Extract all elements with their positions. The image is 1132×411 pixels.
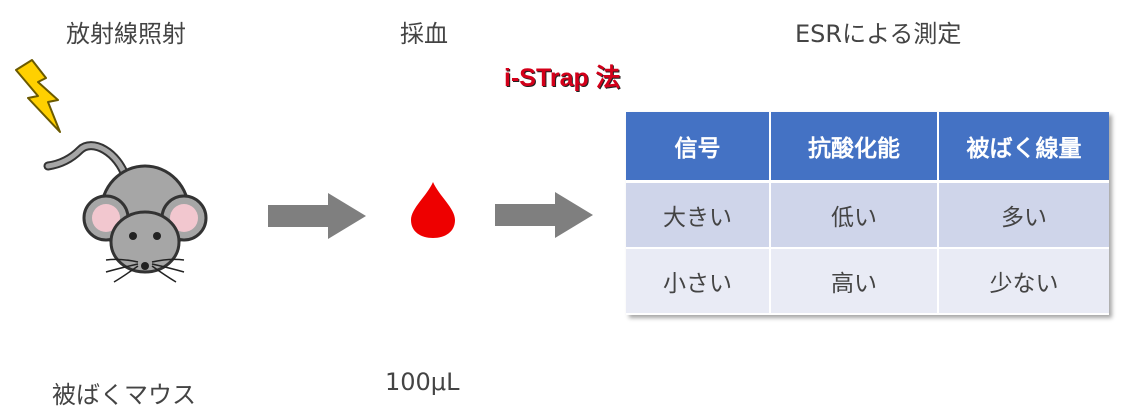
table-row: 大きい 低い 多い (626, 181, 1109, 249)
method-title: i-STrap 法 (504, 64, 621, 92)
right-arrow-icon (268, 193, 366, 239)
table-cell: 小さい (626, 248, 771, 315)
blood-drop-icon (411, 182, 455, 238)
mouse-icon (43, 141, 208, 283)
table-cell: 低い (770, 181, 939, 249)
column-header-exposure-dose: 被ばく線量 (938, 112, 1109, 183)
label-irradiated-mouse: 被ばくマウス (52, 381, 196, 409)
column-header-signal: 信号 (626, 112, 771, 183)
table-cell: 大きい (626, 181, 771, 249)
right-arrow-icon (495, 192, 593, 238)
step-label-irradiation: 放射線照射 (66, 20, 186, 48)
table-row: 小さい 高い 少ない (626, 248, 1109, 315)
table-cell: 多い (938, 181, 1109, 249)
label-sample-volume: 100μL (385, 368, 460, 396)
esr-result-table: 信号 抗酸化能 被ばく線量 大きい 低い 多い 小さい 高い 少ない (626, 112, 1109, 315)
table-header-row: 信号 抗酸化能 被ばく線量 (626, 112, 1109, 183)
column-header-antioxidant-capacity: 抗酸化能 (770, 112, 939, 183)
step-label-esr-measurement: ESRによる測定 (795, 20, 962, 48)
lightning-bolt-icon (15, 59, 61, 133)
table-cell: 少ない (938, 248, 1109, 315)
step-label-blood-sampling: 採血 (400, 20, 448, 48)
table-cell: 高い (770, 248, 939, 315)
